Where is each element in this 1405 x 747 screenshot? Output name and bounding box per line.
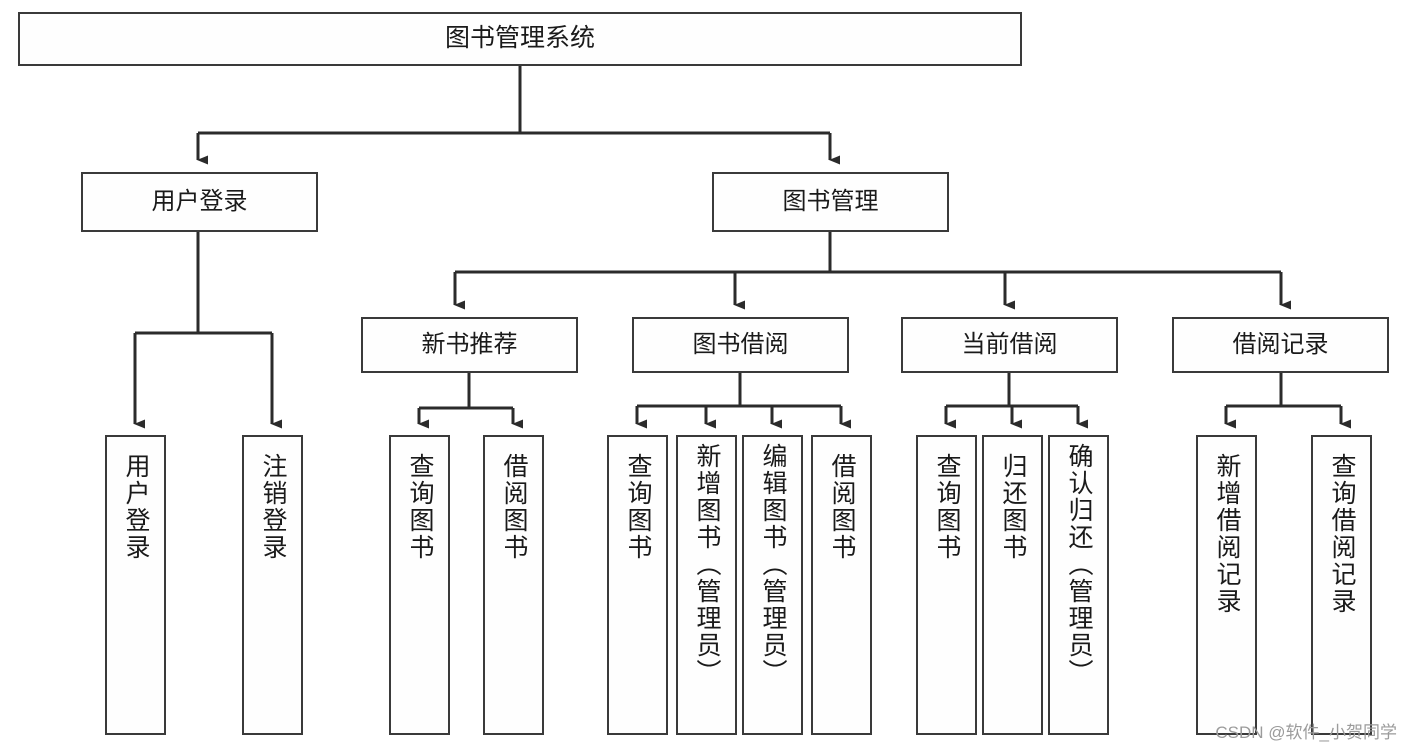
node-label: 用户登录 bbox=[122, 453, 150, 561]
node-label: 借阅记录 bbox=[1232, 330, 1329, 358]
node-leaf-confirm-return-admin[interactable]: 确认归还（管理员） bbox=[1048, 435, 1109, 735]
node-leaf-query-book[interactable]: 查询图书 bbox=[607, 435, 668, 735]
node-book-management[interactable]: 图书管理 bbox=[712, 172, 949, 232]
node-leaf-add-borrow-record[interactable]: 新增借阅记录 bbox=[1196, 435, 1257, 735]
node-label: 图书管理系统 bbox=[444, 24, 595, 53]
node-leaf-add-book-admin[interactable]: 新增图书（管理员） bbox=[676, 435, 737, 735]
node-label: 图书借阅 bbox=[692, 330, 789, 358]
node-label: 用户登录 bbox=[151, 187, 248, 215]
node-label: 新增借阅记录 bbox=[1213, 453, 1241, 615]
node-label: 当前借阅 bbox=[961, 330, 1058, 358]
node-leaf-logout[interactable]: 注销登录 bbox=[242, 435, 303, 735]
node-leaf-borrow-book-recommend[interactable]: 借阅图书 bbox=[483, 435, 544, 735]
node-label: 借阅图书 bbox=[500, 453, 528, 561]
node-root-system[interactable]: 图书管理系统 bbox=[18, 12, 1022, 66]
node-current-borrow[interactable]: 当前借阅 bbox=[901, 317, 1118, 373]
node-leaf-query-borrow-record[interactable]: 查询借阅记录 bbox=[1311, 435, 1372, 735]
node-label: 注销登录 bbox=[259, 453, 287, 561]
node-label: 查询图书 bbox=[933, 453, 961, 561]
csdn-watermark: CSDN @软件_小贺同学 bbox=[1215, 723, 1397, 742]
node-label: 借阅图书 bbox=[828, 453, 856, 561]
node-borrow-record[interactable]: 借阅记录 bbox=[1172, 317, 1389, 373]
node-label: 归还图书 bbox=[999, 453, 1027, 561]
node-new-book-recommend[interactable]: 新书推荐 bbox=[361, 317, 578, 373]
node-label: 确认归还（管理员） bbox=[1065, 443, 1093, 686]
node-label: 查询图书 bbox=[624, 453, 652, 561]
node-leaf-query-book-recommend[interactable]: 查询图书 bbox=[389, 435, 450, 735]
node-leaf-user-login[interactable]: 用户登录 bbox=[105, 435, 166, 735]
node-label: 新书推荐 bbox=[421, 330, 518, 358]
node-book-borrow[interactable]: 图书借阅 bbox=[632, 317, 849, 373]
node-user-login[interactable]: 用户登录 bbox=[81, 172, 318, 232]
node-leaf-query-book-current[interactable]: 查询图书 bbox=[916, 435, 977, 735]
node-label: 新增图书（管理员） bbox=[693, 443, 721, 686]
node-leaf-borrow-book[interactable]: 借阅图书 bbox=[811, 435, 872, 735]
node-leaf-return-book[interactable]: 归还图书 bbox=[982, 435, 1043, 735]
node-label: 图书管理 bbox=[782, 187, 879, 215]
node-leaf-edit-book-admin[interactable]: 编辑图书（管理员） bbox=[742, 435, 803, 735]
node-label: 查询借阅记录 bbox=[1328, 453, 1356, 615]
node-label: 查询图书 bbox=[406, 453, 434, 561]
node-label: 编辑图书（管理员） bbox=[759, 443, 787, 686]
